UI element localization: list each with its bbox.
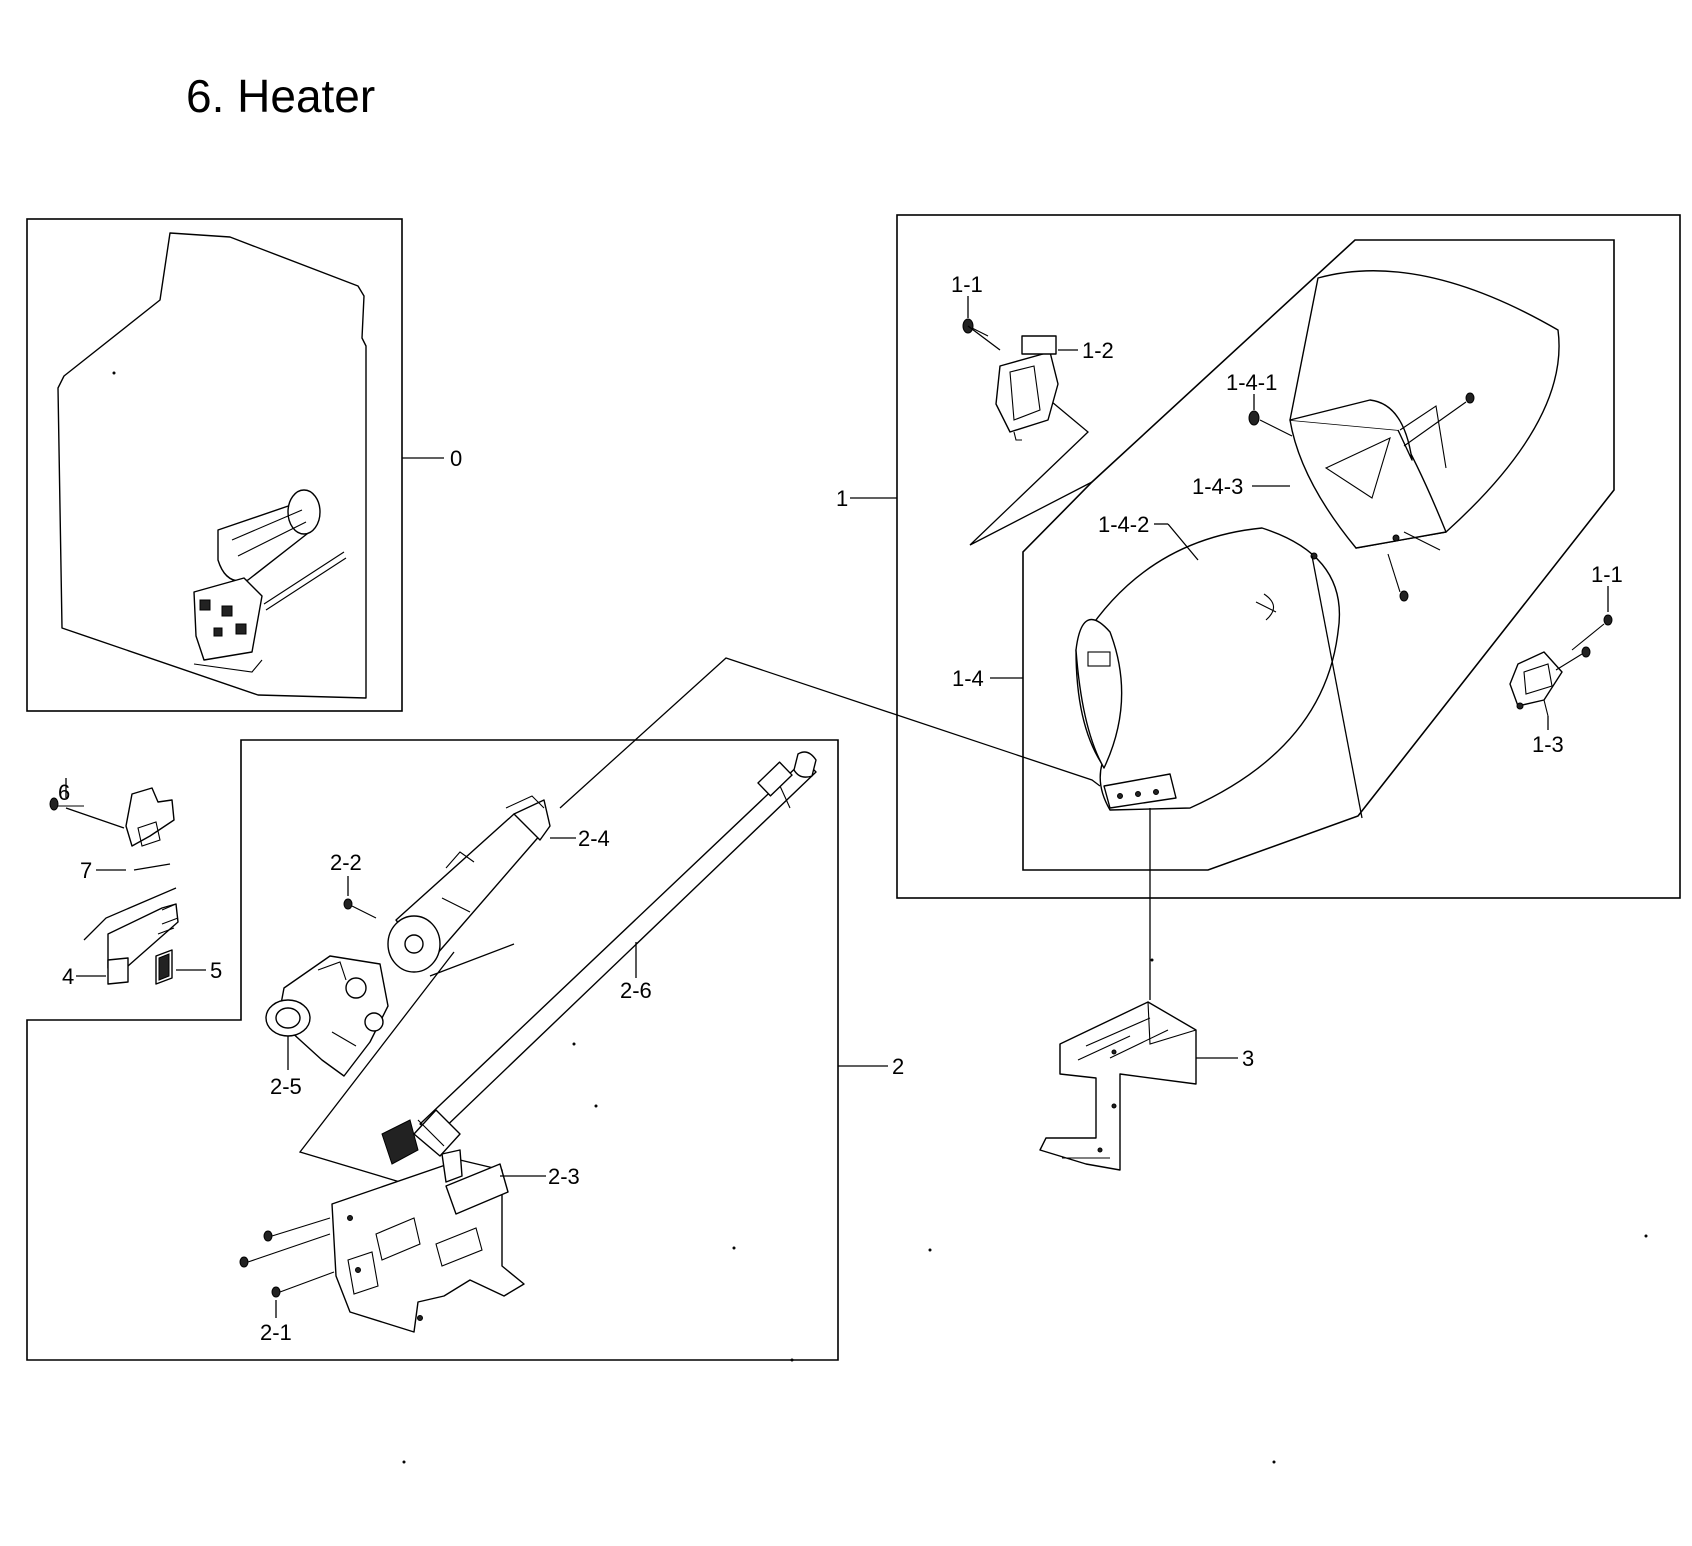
assembly-2-group: 2 2-6 2-4 2-2	[26, 739, 904, 1361]
screw-2-2	[343, 898, 377, 919]
assembly-1-group: 1 1-4 1-1 1-2	[559, 214, 1681, 1000]
callout-2-2: 2-2	[330, 850, 362, 875]
clip-7	[125, 787, 175, 847]
page-title: 6. Heater	[186, 70, 375, 122]
burner-cone-2-4	[387, 795, 551, 973]
callout-1-4-1: 1-4-1	[1226, 370, 1277, 395]
callout-2-3: 2-3	[548, 1164, 580, 1189]
loose-parts-group: 6 7 4 5	[49, 778, 222, 989]
callout-1-1-top: 1-1	[951, 272, 983, 297]
thermal-fuse-1-3	[1509, 651, 1563, 717]
screws-1-1-right	[1555, 614, 1613, 671]
igniter-4	[107, 903, 179, 985]
callout-2: 2	[892, 1054, 904, 1079]
gas-valve-2-5	[265, 955, 389, 1077]
burner-tube-2-6	[381, 751, 817, 1165]
burner-assembly-miniature	[193, 489, 347, 673]
callout-2-5: 2-5	[270, 1074, 302, 1099]
leader-duct-down	[1311, 555, 1363, 819]
screws-1-4-1	[1248, 392, 1475, 602]
leader-zig-valve	[298, 943, 515, 1189]
callout-3: 3	[1242, 1046, 1254, 1071]
callout-2-4: 2-4	[578, 826, 610, 851]
callout-1-4-2: 1-4-2	[1098, 512, 1149, 537]
callout-0: 0	[450, 446, 462, 471]
callout-4: 4	[62, 964, 74, 989]
callout-6: 6	[58, 780, 70, 805]
leader-burner-to-duct	[559, 657, 1101, 809]
subassembly-1-4-frame	[1022, 239, 1615, 871]
bracket-3	[1039, 1001, 1197, 1171]
callout-1-1-right: 1-1	[1591, 562, 1623, 587]
duct-1-4-3	[1289, 270, 1560, 551]
callout-7: 7	[80, 858, 92, 883]
callout-1: 1	[836, 486, 848, 511]
leader-zig-1-2	[969, 391, 1093, 546]
callout-2-6: 2-6	[620, 978, 652, 1003]
callout-1-4: 1-4	[952, 666, 984, 691]
leader-7b	[133, 863, 171, 871]
duct-1-4-2	[1075, 527, 1341, 811]
callout-1-4-3: 1-4-3	[1192, 474, 1243, 499]
scan-speckles	[112, 371, 1648, 1464]
assembly-0-group: 0	[26, 218, 462, 712]
assembly-0-frame	[26, 218, 403, 712]
leader-igniter-skew	[83, 887, 177, 941]
screws-2-1	[239, 1217, 335, 1298]
callout-1-2: 1-2	[1082, 338, 1114, 363]
callout-1-3: 1-3	[1532, 732, 1564, 757]
screw-1-1-top	[962, 318, 1001, 351]
leader-1-4-2	[1167, 523, 1199, 561]
sensor-5	[155, 949, 173, 985]
burner-bracket-2-3	[331, 1149, 525, 1333]
screw-6	[49, 797, 84, 811]
assembly-2-frame	[26, 739, 839, 1361]
dryer-cabinet-outline	[57, 232, 367, 699]
assembly-1-frame	[896, 214, 1681, 899]
callout-2-1: 2-1	[260, 1320, 292, 1345]
thermostat-bracket-1-2	[995, 335, 1059, 441]
callout-5: 5	[210, 958, 222, 983]
leader-screw-6-to-clip	[65, 807, 125, 829]
